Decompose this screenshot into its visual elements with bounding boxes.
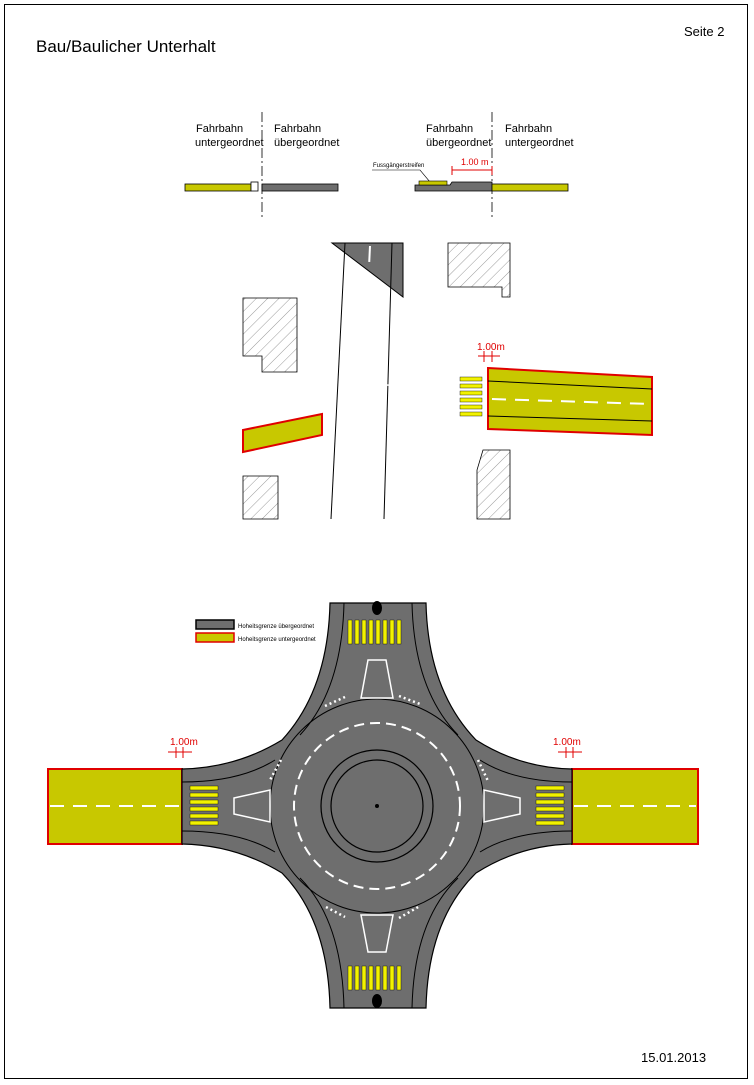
cross-section-left: Fahrbahn untergeordnet Fahrbahn übergeor… xyxy=(184,112,339,218)
cross-section-right: Fahrbahn übergeordnet Fahrbahn untergeor… xyxy=(372,112,574,218)
legend-label-primary: Hoheitsgrenze übergeordnet xyxy=(238,624,314,630)
t-junction-plan: 1.00m xyxy=(242,242,653,520)
cs-left-label2-line2: übergeordnet xyxy=(274,137,339,149)
roundabout-plan: Hoheitsgrenze übergeordnet Hoheitsgrenze… xyxy=(47,601,699,1009)
rb-splitter-west xyxy=(233,789,271,823)
building-3 xyxy=(242,475,279,520)
rb-zebra-north xyxy=(347,619,402,645)
building-1 xyxy=(242,297,298,373)
cs-right-label2-line2: untergeordnet xyxy=(505,137,574,149)
rb-dimension-west: 1.00m xyxy=(170,737,198,748)
t-main-road xyxy=(330,242,404,299)
cs-right-annotation-leader xyxy=(372,169,431,183)
cs-right-label2-line1: Fahrbahn xyxy=(505,123,552,135)
rb-splitter-east xyxy=(483,789,521,823)
cs-left-label1-line2: untergeordnet xyxy=(195,137,264,149)
cs-right-label1-line1: Fahrbahn xyxy=(426,123,473,135)
page-frame xyxy=(4,4,748,1079)
cs-right-annotation: Fussgängerstreifen xyxy=(373,163,424,169)
building-2 xyxy=(447,242,511,298)
t-side-road-left xyxy=(242,412,323,454)
rb-zebra-south xyxy=(347,965,402,991)
cs-right-primary-road xyxy=(414,181,493,192)
t-main-centreline xyxy=(356,245,371,520)
rb-zebra-east xyxy=(535,785,565,826)
rb-splitter-south xyxy=(360,914,394,953)
legend-label-secondary: Hoheitsgrenze untergeordnet xyxy=(238,637,316,643)
cs-right-label1-line2: übergeordnet xyxy=(426,137,491,149)
rb-splitter-north xyxy=(360,659,394,699)
legend-swatch-primary xyxy=(195,619,235,630)
t-dimension-label: 1.00m xyxy=(477,342,505,353)
cs-left-label2-line1: Fahrbahn xyxy=(274,123,321,135)
rb-lane-divider xyxy=(293,722,461,890)
legend-swatch-secondary xyxy=(195,632,235,643)
building-4 xyxy=(476,449,511,520)
cs-left-primary-road xyxy=(261,183,339,192)
cs-left-secondary-road xyxy=(184,183,252,192)
rb-zebra-west xyxy=(189,785,219,826)
cs-right-secondary-road xyxy=(491,183,569,192)
page-number: Seite 2 xyxy=(684,24,725,39)
t-zebra-crossing xyxy=(459,376,483,417)
rb-dimension-east: 1.00m xyxy=(553,737,581,748)
rb-road-west xyxy=(47,768,183,845)
cs-left-label1-line1: Fahrbahn xyxy=(196,123,243,135)
cs-right-footpath xyxy=(418,180,448,186)
cs-right-dimension: 1.00 m xyxy=(461,157,489,167)
cs-left-curb xyxy=(250,181,259,192)
footer-date: 15.01.2013 xyxy=(641,1050,707,1065)
page-title: Bau/Baulicher Unterhalt xyxy=(36,37,216,56)
